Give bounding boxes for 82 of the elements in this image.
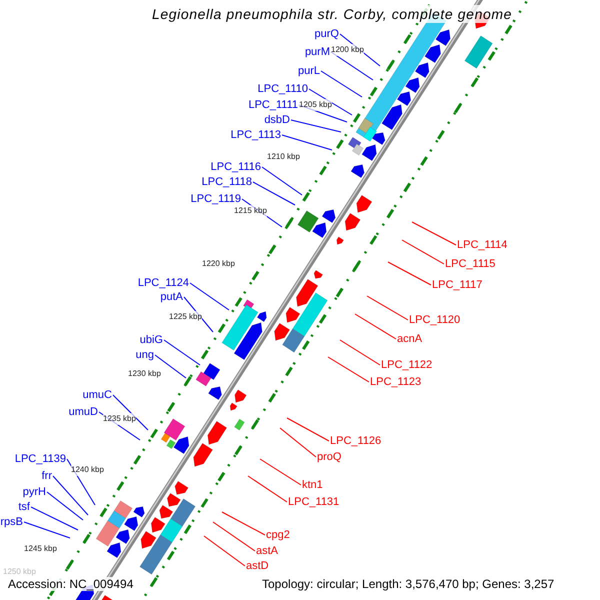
gene-label: astD: [246, 560, 269, 572]
gene-label: LPC_1123: [370, 376, 422, 388]
gene-label: LPC_1131: [288, 496, 340, 508]
leader-line: [222, 512, 266, 536]
gene-label: LPC_1114: [457, 239, 508, 251]
tick-label: 1240 kbp: [71, 464, 104, 476]
gene-label: astA: [256, 545, 278, 557]
leader-line: [260, 458, 302, 486]
gene-label: LPC_1124: [138, 277, 189, 289]
leader-line: [340, 340, 380, 366]
gene-label: putA: [160, 291, 183, 303]
map-title: Legionella pneumophila str. Corby, complete genome: [152, 5, 512, 23]
leader-line: [66, 458, 96, 506]
gene-label: pyrH: [22, 486, 46, 498]
leader-line: [366, 296, 408, 320]
leader-line: [286, 418, 330, 442]
gene-label: LPC_1111: [248, 99, 298, 111]
gene-label: cpg2: [266, 529, 290, 541]
gene-label: LPC_1118: [202, 176, 252, 188]
leader-line: [30, 506, 78, 530]
leader-line: [184, 296, 214, 332]
tick-label: 1205 kbp: [299, 99, 332, 111]
leader-line: [402, 240, 444, 264]
leader-line: [190, 282, 230, 310]
tick-label: 1250 kbp: [3, 566, 36, 578]
leader-line: [112, 394, 148, 430]
leader-line: [252, 182, 296, 206]
gene-label: frr: [42, 470, 52, 482]
gene-label: LPC_1117: [432, 279, 482, 291]
leader-line: [154, 354, 186, 378]
gene-label: purL: [298, 65, 320, 77]
leader-line: [242, 198, 282, 228]
leader-line: [282, 134, 332, 150]
leader-line: [328, 356, 370, 382]
gene-label: rpsB: [0, 516, 23, 528]
leader-line: [308, 88, 352, 116]
gene-label: ubiG: [140, 334, 163, 346]
leader-line: [340, 34, 380, 66]
gene-label: ktn1: [302, 479, 323, 491]
gene-label: LPC_1139: [14, 453, 66, 465]
leader-line: [290, 120, 342, 132]
gene-label: LPC_1122: [381, 359, 432, 371]
tick-label: 1245 kbp: [24, 543, 57, 555]
leader-line: [354, 314, 396, 340]
leader-line: [204, 536, 246, 566]
genome-info-text: Topology: circular; Length: 3,576,470 bp; Genes: 3,257: [262, 577, 554, 591]
gene-label: acnA: [397, 333, 422, 345]
gene-label: proQ: [317, 451, 342, 463]
gene-label: LPC_1119: [190, 193, 241, 205]
leader-line: [280, 428, 316, 458]
leader-line: [98, 412, 140, 440]
leader-line: [24, 522, 70, 538]
tick-label: 1220 kbp: [202, 258, 235, 270]
tick-label: 1230 kbp: [128, 368, 161, 380]
accession-text: Accession: NC_009494: [8, 577, 134, 591]
gene-label: dsbD: [264, 114, 290, 126]
gene-label: ung: [136, 349, 154, 361]
tick-label: 1200 kbp: [331, 44, 364, 56]
gene-label: LPC_1120: [409, 314, 460, 326]
tick-label: 1225 kbp: [169, 311, 202, 323]
leader-line: [248, 476, 288, 502]
gene-label: umuD: [68, 406, 98, 418]
gene-label: purM: [304, 46, 330, 58]
leader-line: [320, 70, 362, 98]
tick-label: 1235 kbp: [103, 413, 136, 425]
gene-label: purQ: [314, 28, 339, 40]
leader-line: [388, 262, 432, 286]
gene-label: LPC_1116: [210, 161, 261, 173]
leader-line: [262, 166, 302, 196]
leader-line: [412, 222, 456, 246]
leader-line: [164, 340, 200, 366]
leader-line: [212, 522, 256, 552]
gene-label: LPC_1126: [330, 435, 382, 447]
gene-label: umuC: [82, 389, 112, 401]
leader-line: [52, 476, 88, 516]
gene-label: LPC_1115: [445, 258, 496, 270]
tick-label: 1215 kbp: [234, 205, 267, 217]
leader-line: [46, 492, 84, 520]
gene-label: tsf: [18, 501, 30, 513]
tick-label: 1210 kbp: [267, 151, 300, 163]
gene-label: LPC_1110: [258, 83, 308, 95]
gene-label: LPC_1113: [230, 129, 281, 141]
